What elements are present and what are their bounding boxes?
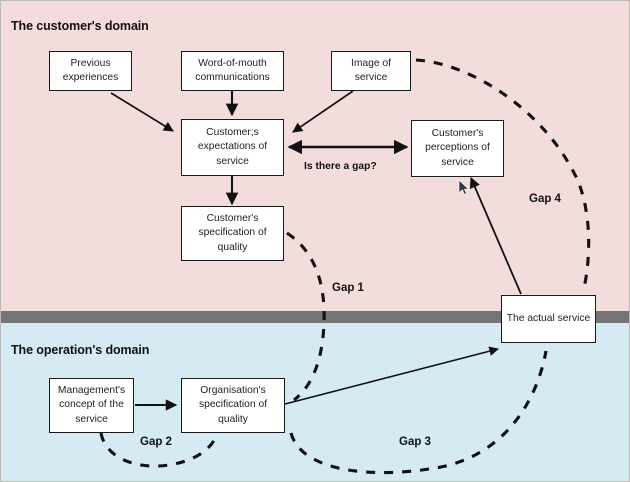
arrow-image-to-expectations <box>292 90 354 133</box>
label-gap-1: Gap 1 <box>332 282 364 294</box>
arrow-organisation-to-actualservice <box>284 346 499 405</box>
label-gap-4: Gap 4 <box>529 193 561 205</box>
node-image-of-service[interactable]: Image of service <box>331 51 411 91</box>
customer-domain-title: The customer's domain <box>11 19 149 33</box>
arrow-previous-to-expectations <box>110 92 174 132</box>
label-gap-2: Gap 2 <box>140 436 172 448</box>
node-customer-specification-of-quality[interactable]: Customer's specification of quality <box>181 206 284 261</box>
node-the-actual-service[interactable]: The actual service <box>501 295 596 343</box>
gap3-dashed-curve <box>289 350 548 475</box>
domain-divider-band <box>1 311 629 323</box>
node-word-of-mouth-communications[interactable]: Word-of-mouth communications <box>181 51 284 91</box>
label-is-there-a-gap: Is there a gap? <box>304 161 377 172</box>
mouse-cursor-icon <box>458 179 470 196</box>
node-customer-expectations-of-service[interactable]: Customer;s expectations of service <box>181 119 284 176</box>
node-organisation-specification-of-quality[interactable]: Organisation's specification of quality <box>181 378 285 433</box>
gap1-dashed-curve <box>286 231 326 402</box>
node-previous-experiences[interactable]: Previous experiences <box>49 51 132 91</box>
operation-domain-title: The operation's domain <box>11 343 150 357</box>
node-customer-perceptions-of-service[interactable]: Customer's perceptions of service <box>411 120 504 177</box>
label-gap-3: Gap 3 <box>399 436 431 448</box>
gap2-dashed-curve <box>99 432 219 468</box>
node-management-concept-of-service[interactable]: Management's concept of the service <box>49 378 134 433</box>
arrow-actualservice-to-perceptions <box>469 177 522 295</box>
